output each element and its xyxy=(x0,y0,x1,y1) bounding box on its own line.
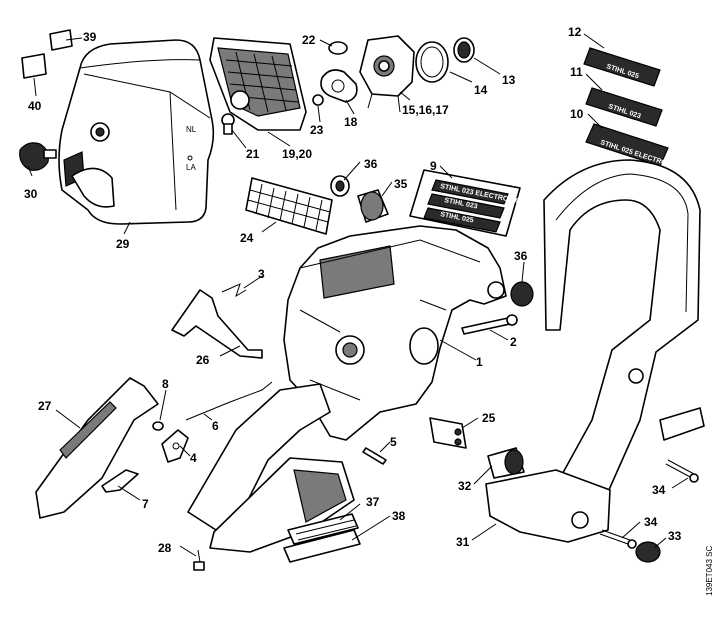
callout-4: 4 xyxy=(190,451,197,465)
callout-36: 36 xyxy=(364,157,378,171)
part-23-nut xyxy=(312,94,324,106)
leader-lines xyxy=(27,33,689,557)
part-14-gasket-ring xyxy=(415,41,449,83)
part-8-spring xyxy=(152,421,164,431)
part-9-plate-set: STIHL 023 ELECTRONIC STIHL 023 STIHL 025 xyxy=(409,169,521,237)
callout-14: 14 xyxy=(474,83,488,97)
figure-code: 139ET043 SC xyxy=(705,546,714,596)
part-6-throttle-rod xyxy=(185,381,273,421)
callout-18: 18 xyxy=(344,115,358,129)
callout-31: 31 xyxy=(456,535,470,549)
callout-34-b: 34 xyxy=(644,515,658,529)
callout-28: 28 xyxy=(158,541,172,555)
callout-13: 13 xyxy=(502,73,516,87)
part-32-annular-buffer xyxy=(487,447,525,479)
part-26-throttle-trigger xyxy=(171,289,263,359)
part-15-16-17-carburetor xyxy=(359,35,415,113)
part-5-pin xyxy=(362,447,387,465)
svg-text:NL: NL xyxy=(186,125,197,134)
part-24-filter xyxy=(245,177,333,235)
part-21-screw xyxy=(221,113,235,135)
part-30-knob xyxy=(19,142,57,171)
callout-9: 9 xyxy=(430,159,437,173)
callout-27: 27 xyxy=(38,399,52,413)
svg-text:LA: LA xyxy=(186,163,196,172)
part-2-screw xyxy=(461,314,518,335)
callout-35: 35 xyxy=(394,177,408,191)
part-38-pad xyxy=(283,529,361,563)
callout-10: 10 xyxy=(570,107,584,121)
part-18-gasket xyxy=(320,69,358,103)
callout-40: 40 xyxy=(28,99,42,113)
callout-26: 26 xyxy=(196,353,210,367)
part-3-spring xyxy=(221,283,247,298)
callout-5: 5 xyxy=(390,435,397,449)
callout-39: 39 xyxy=(83,30,97,44)
callout-24: 24 xyxy=(240,231,254,245)
part-11-model-plate: STIHL 023 xyxy=(585,87,663,127)
part-36-grommet xyxy=(330,175,350,197)
callout-numbers: 39 40 30 29 22 21 19,20 18 23 15,16,17 1… xyxy=(24,25,682,555)
callout-25: 25 xyxy=(482,411,496,425)
part-7-lever xyxy=(101,469,139,493)
callout-37: 37 xyxy=(366,495,380,509)
part-29-shroud-cover: NL LA xyxy=(58,39,215,225)
part-36-cap xyxy=(510,281,534,307)
part-12-model-plate: STIHL 025 xyxy=(583,47,661,87)
callout-33: 33 xyxy=(668,529,682,543)
callout-36-b: 36 xyxy=(514,249,528,263)
part-35-annular-buffer xyxy=(357,189,389,223)
callout-19-20: 19,20 xyxy=(282,147,312,161)
part-39-label-plate xyxy=(49,29,73,51)
callout-23: 23 xyxy=(310,123,324,137)
callout-30: 30 xyxy=(24,187,38,201)
callout-6: 6 xyxy=(212,419,219,433)
callout-3: 3 xyxy=(258,267,265,281)
callout-22: 22 xyxy=(302,33,316,47)
part-34-screw-b xyxy=(599,529,637,549)
callout-21: 21 xyxy=(246,147,260,161)
part-22-plug xyxy=(328,41,348,55)
part-34-screw-a xyxy=(665,459,699,483)
callout-15-16-17: 15,16,17 xyxy=(402,103,449,117)
part-13-sleeve xyxy=(453,37,475,63)
callout-32: 32 xyxy=(458,479,472,493)
callout-11: 11 xyxy=(570,65,583,79)
part-1-engine-housing xyxy=(283,225,507,441)
part-28-screw xyxy=(193,549,205,571)
callout-8: 8 xyxy=(162,377,169,391)
callout-12: 12 xyxy=(568,25,582,39)
callout-34: 34 xyxy=(652,483,666,497)
part-frame-lower-housing xyxy=(187,383,355,553)
part-19-20-air-filter xyxy=(209,37,307,131)
part-37-pad xyxy=(287,513,359,545)
callout-7: 7 xyxy=(142,497,149,511)
part-25-bracket xyxy=(429,417,467,449)
callout-29: 29 xyxy=(116,237,130,251)
part-4-lever xyxy=(161,429,189,463)
callout-38: 38 xyxy=(392,509,406,523)
part-33-cap xyxy=(635,541,661,563)
part-31-base-plate xyxy=(485,469,611,543)
callout-1: 1 xyxy=(476,355,483,369)
callout-2: 2 xyxy=(510,335,517,349)
part-40-label-plate xyxy=(21,53,47,79)
part-27-hand-guard xyxy=(35,377,159,519)
